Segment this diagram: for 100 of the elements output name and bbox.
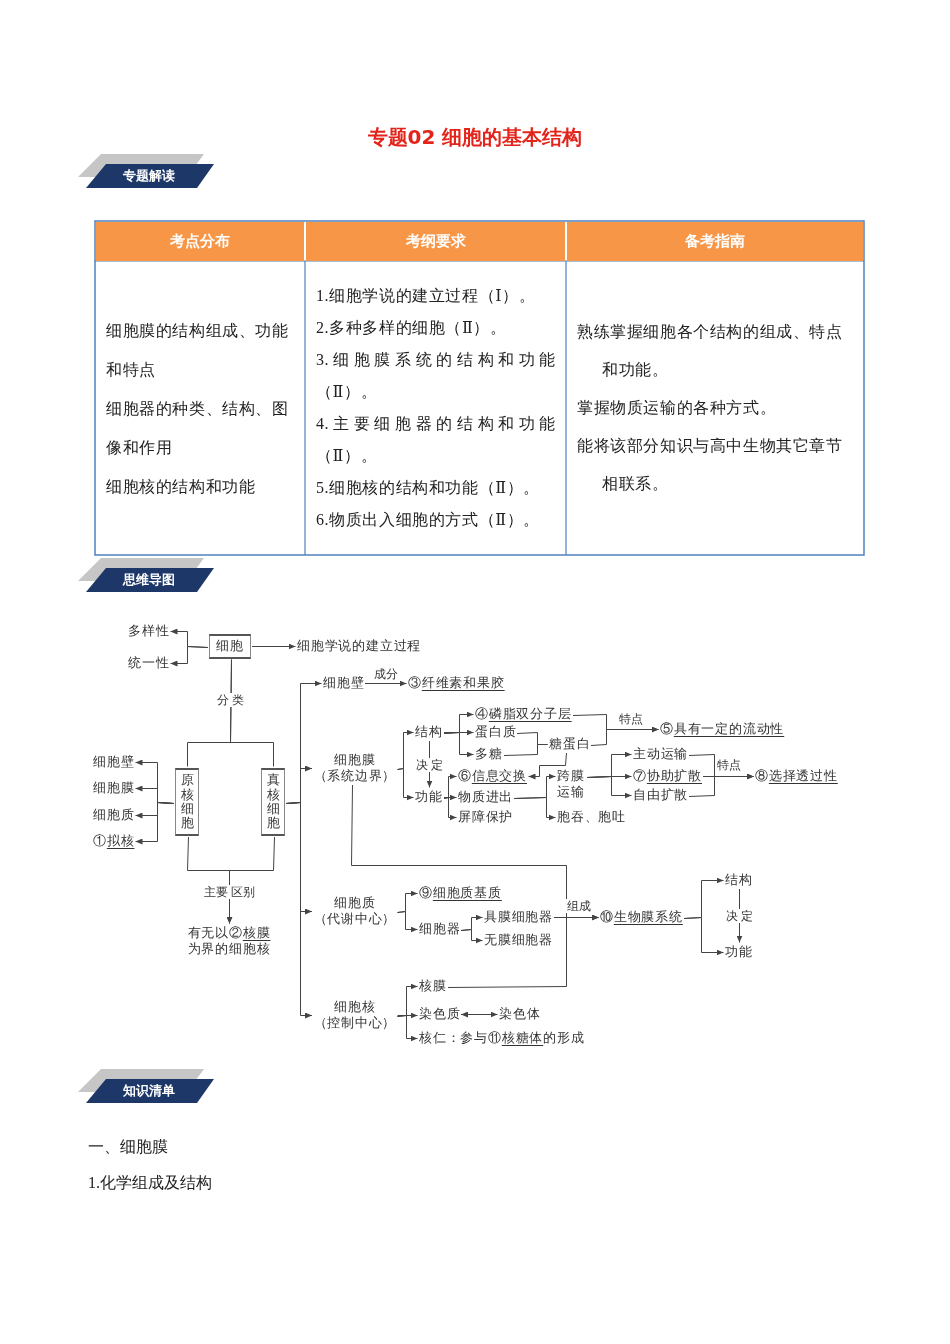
concept-text: （代谢中心） [313, 911, 397, 927]
column-header: 备考指南 [567, 222, 863, 261]
concept-text: 核仁：参与⑪核糖体的形成 [419, 1030, 585, 1046]
banner-title: 专题解读 [123, 167, 175, 184]
concept-text: 自由扩散 [633, 787, 689, 803]
arrow [443, 729, 474, 736]
arrow [447, 914, 599, 988]
concept-text: 细胞壁 [93, 754, 135, 770]
arrow [285, 802, 313, 1019]
concept-text: 屏障保护 [458, 809, 514, 825]
concept-text: ⑧选择透过性 [755, 768, 838, 784]
concept-text: 具膜细胞器 [484, 909, 553, 925]
arrow [443, 794, 457, 801]
column-header: 考点分布 [96, 222, 304, 261]
banner-title: 思维导图 [123, 571, 175, 588]
topic-text: 细胞核的结构和功能 [106, 476, 257, 497]
concept-text: 功能 [725, 944, 753, 960]
banner-title: 知识清单 [123, 1082, 175, 1099]
concept-text: 主动运输 [633, 746, 689, 762]
concept-text: 核膜 [419, 978, 447, 994]
page-title: 专题02 细胞的基本结构 [367, 124, 583, 150]
concept-box [261, 768, 285, 836]
edge-label: 分 类 [215, 693, 245, 707]
arrow [170, 646, 209, 667]
double-arrow [460, 1011, 498, 1018]
arrow [364, 680, 407, 687]
arrow [397, 768, 414, 801]
connector-line [503, 744, 548, 756]
concept-label: 细胞 [216, 638, 244, 654]
requirement-text: 1.细胞学说的建立过程（Ⅰ）。 [316, 286, 537, 306]
edge-label: 特点 [618, 712, 644, 726]
concept-text: 结构 [415, 724, 443, 740]
edge-label: 主要 区别 [202, 885, 256, 899]
concept-text: 物质进出 [458, 789, 514, 805]
concept-text: ③纤维素和果胶 [408, 675, 505, 691]
subsection-heading: 1.化学组成及结构 [88, 1173, 212, 1193]
concept-text: ④磷脂双分子层 [475, 706, 572, 722]
concept-text: 多样性 [128, 623, 170, 639]
concept-text: 细胞膜 [333, 752, 377, 768]
concept-text: 蛋白质 [475, 724, 517, 740]
concept-text: 胞吞、胞吐 [557, 809, 626, 825]
arrow [397, 1015, 418, 1042]
concept-text: 细胞质 [93, 807, 135, 823]
arrow [226, 836, 275, 924]
concept-text: 有无以②核膜为界的细胞核 [186, 925, 272, 957]
concept-text: 细胞壁 [323, 675, 365, 691]
concept-text: 糖蛋白 [549, 736, 591, 752]
concept-text: ⑤具有一定的流动性 [660, 721, 785, 737]
topic-text: 细胞器的种类、结构、图像和作用 [106, 398, 290, 458]
topic-text: 细胞膜的结构组成、功能和特点 [106, 320, 290, 380]
concept-text: 染色体 [499, 1006, 541, 1022]
concept-box [175, 768, 199, 836]
concept-text: 染色质 [419, 1006, 461, 1022]
requirement-text: 3.细胞膜系统的结构和功能（Ⅱ）。 [316, 350, 556, 402]
concept-text: 多糖 [475, 746, 503, 762]
requirement-text: 4.主要细胞器的结构和功能（Ⅱ）。 [316, 414, 556, 466]
edge-label: 特点 [716, 758, 742, 772]
guide-text: 掌握物质运输的各种方式。 [577, 398, 778, 418]
concept-text: 细胞核 [333, 999, 377, 1015]
arrow [443, 732, 474, 758]
concept-text: 细胞学说的建立过程 [297, 638, 422, 654]
edge-label: 决 定 [724, 909, 754, 923]
edge-label: 组成 [566, 899, 592, 913]
arrow [397, 911, 418, 933]
arrow [528, 752, 567, 780]
requirement-text: 5.细胞核的结构和功能（Ⅱ）。 [316, 478, 541, 498]
arrow [397, 1012, 418, 1019]
arrow [586, 776, 632, 799]
concept-text: 细胞器 [419, 921, 461, 937]
concept-text: （控制中心） [313, 1015, 397, 1031]
arrow [513, 797, 556, 821]
concept-text: ⑨细胞质基质 [419, 885, 502, 901]
requirement-text: 2.多种多样的细胞（Ⅱ）。 [316, 318, 508, 338]
concept-text: 细胞膜 [93, 780, 135, 796]
guide-text: 能将该部分知识与高中生物其它章节相联系。 [577, 436, 844, 494]
connector-line [230, 659, 274, 767]
arrow [135, 802, 175, 845]
arrow [443, 797, 457, 821]
arrow [683, 917, 724, 956]
column-header: 考纲要求 [306, 222, 565, 261]
requirement-text: 6.物质出入细胞的方式（Ⅱ）。 [316, 510, 541, 530]
concept-text: ⑦协助扩散 [633, 768, 702, 784]
section-heading: 一、细胞膜 [88, 1137, 168, 1157]
arrow [251, 643, 296, 650]
arrow [397, 729, 414, 770]
concept-text: 无膜细胞器 [484, 932, 553, 948]
concept-box [209, 633, 251, 659]
concept-text: ⑩生物膜系统 [600, 909, 683, 925]
edge-label: 成分 [373, 667, 399, 681]
edge-label: 决 定 [414, 758, 444, 772]
arrow [460, 929, 483, 944]
arrow [590, 726, 659, 746]
vertical-label: 真核细胞 [266, 773, 280, 831]
concept-text: （系统边界） [313, 768, 397, 784]
concept-text: 跨膜运输 [557, 768, 586, 800]
concept-text: 统一性 [128, 655, 170, 671]
concept-text: ①拟核 [93, 833, 135, 849]
concept-text: 细胞质 [333, 895, 377, 911]
guide-text: 熟练掌握细胞各个结构的组成、特点和功能。 [577, 322, 844, 380]
arrow [688, 773, 754, 797]
